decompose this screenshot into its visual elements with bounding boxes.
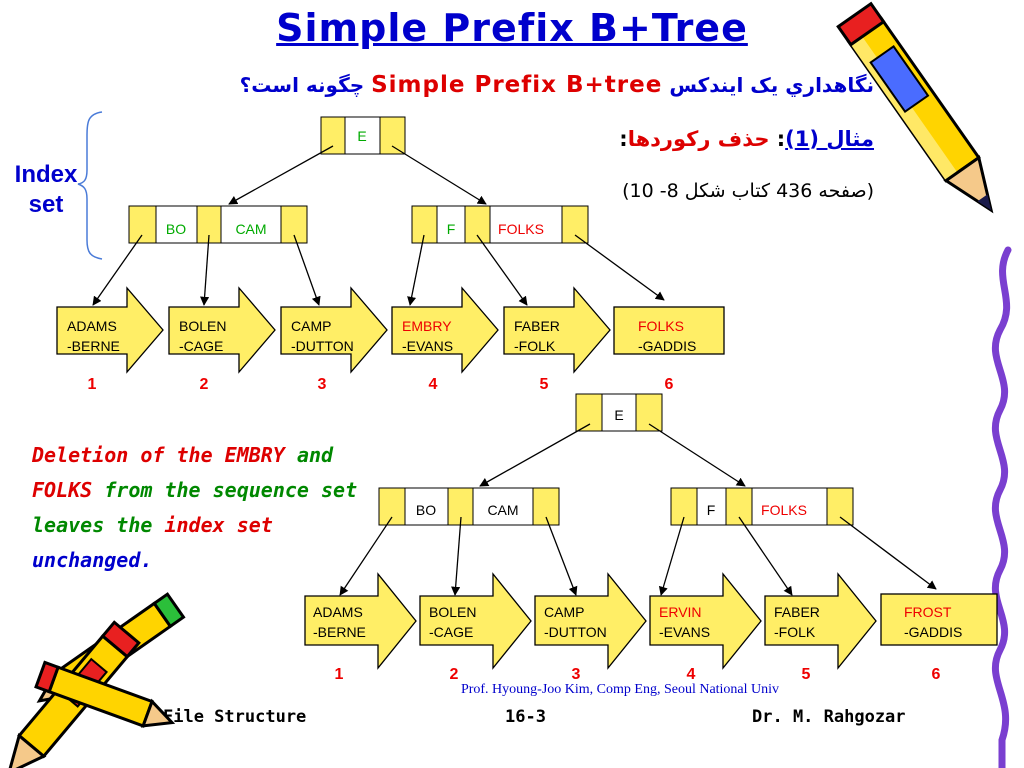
note-part-4: FOLKS [32, 478, 93, 502]
block-number-1: 1 [335, 666, 344, 683]
block-4-last-key: -EVANS [659, 624, 710, 640]
block-number-4: 4 [429, 376, 438, 393]
note-part-5: from the sequence set leaves the [32, 478, 358, 537]
index-set-bracket [77, 111, 103, 260]
sequence-block-1: ADAMS -BERNE [56, 286, 164, 374]
block-5-last-key: -FOLK [514, 338, 556, 354]
tree-before-deletion: E BO CAM F FOLKS [56, 116, 725, 393]
index-key-bo: BO [416, 502, 436, 518]
block-number-4: 4 [687, 666, 696, 683]
sequence-block-4: ERVIN -EVANS [649, 572, 762, 670]
block-6-first-key: FROST [904, 604, 952, 620]
block-1-last-key: -BERNE [67, 338, 120, 354]
block-2-last-key: -CAGE [179, 338, 223, 354]
sequence-block-3: CAMP -DUTTON [534, 572, 647, 670]
subtitle-persian-end: چگونه است؟ [239, 73, 365, 97]
block-6-last-key: -GADDIS [638, 338, 696, 354]
block-number-3: 3 [318, 376, 327, 393]
slide-title: Simple Prefix B+Tree [276, 6, 748, 50]
footer-author: Dr. M. Rahgozar [752, 707, 906, 727]
note-part-7: unchanged. [32, 548, 153, 572]
example-heading: مثال (1): حذف رکوردها: [619, 127, 874, 151]
index-set-label-line2: set [28, 191, 64, 218]
index-set-label-line1: Index [14, 161, 78, 188]
block-3-last-key: -DUTTON [291, 338, 354, 354]
example-colon: : [776, 127, 786, 151]
example-colon-end: : [619, 127, 628, 151]
tree-after-deletion: E BO CAM F FOLKS [304, 393, 998, 683]
block-1-first-key: ADAMS [67, 318, 117, 334]
index-key-f: F [707, 502, 716, 518]
index-key-cam: CAM [487, 502, 518, 518]
block-1-first-key: ADAMS [313, 604, 363, 620]
note-part-6: index set [164, 513, 273, 537]
sequence-block-5: FABER -FOLK [503, 286, 611, 374]
index-key-folks: FOLKS [498, 221, 544, 237]
block-number-6: 6 [665, 376, 674, 393]
block-2-last-key: -CAGE [429, 624, 473, 640]
sequence-block-1: ADAMS -BERNE [304, 572, 417, 670]
sequence-block-3: CAMP -DUTTON [280, 286, 388, 374]
block-4-last-key: -EVANS [402, 338, 453, 354]
block-3-first-key: CAMP [291, 318, 331, 334]
note-part-1: Deletion of the [32, 443, 213, 467]
block-4-first-key: EMBRY [402, 318, 452, 334]
root-node: E [575, 393, 663, 432]
block-6-last-key: -GADDIS [904, 624, 962, 640]
block-number-6: 6 [932, 666, 941, 683]
index-set-label: Index set [6, 160, 86, 220]
block-number-1: 1 [88, 376, 97, 393]
block-number-5: 5 [540, 376, 549, 393]
footer-credit: Prof. Hyoung-Joo Kim, Comp Eng, Seoul Na… [460, 682, 780, 697]
decorative-wavy-border [991, 246, 1012, 768]
example-label: مثال (1) [785, 127, 874, 151]
sequence-block-2: BOLEN -CAGE [419, 572, 532, 670]
root-key: E [614, 407, 623, 423]
index-key-cam: CAM [235, 221, 266, 237]
crayons-icon [6, 592, 186, 768]
deletion-note: Deletion of the EMBRY and FOLKS from the… [32, 438, 362, 578]
block-3-first-key: CAMP [544, 604, 584, 620]
block-number-3: 3 [572, 666, 581, 683]
sequence-block-6: FROST -GADDIS [880, 593, 998, 646]
root-node: E [320, 116, 406, 155]
subtitle-line: نگاهداري یک ایندکس Simple Prefix B+tree … [240, 72, 874, 98]
subtitle-english-term: Simple Prefix B+tree [371, 72, 663, 98]
block-5-last-key: -FOLK [774, 624, 816, 640]
block-number-2: 2 [450, 666, 459, 683]
block-6-first-key: FOLKS [638, 318, 684, 334]
sequence-block-2: BOLEN -CAGE [168, 286, 276, 374]
pencil-icon [836, 1, 994, 214]
subtitle-persian-start: نگاهداري یک ایندکس [669, 73, 874, 97]
tree-pointers [92, 145, 665, 306]
sequence-block-5: FABER -FOLK [764, 572, 877, 670]
tree-pointers [339, 423, 937, 596]
block-4-first-key: ERVIN [659, 604, 702, 620]
sequence-block-6: FOLKS -GADDIS [613, 306, 725, 355]
note-part-3: and [296, 443, 334, 467]
footer-page-number: 16-3 [505, 707, 546, 727]
index-node-left: BO CAM [128, 205, 308, 244]
block-2-first-key: BOLEN [179, 318, 226, 334]
index-node-left: BO CAM [378, 487, 560, 526]
footer-course: File Structure [163, 707, 307, 727]
block-1-last-key: -BERNE [313, 624, 366, 640]
block-2-first-key: BOLEN [429, 604, 476, 620]
block-5-first-key: FABER [774, 604, 820, 620]
index-node-right: F FOLKS [670, 487, 854, 526]
root-key: E [357, 128, 366, 144]
book-reference: (صفحه 436 کتاب شکل 8- 10) [622, 180, 874, 202]
sequence-block-4: EMBRY -EVANS [391, 286, 499, 374]
example-topic: حذف رکوردها [627, 127, 770, 151]
block-3-last-key: -DUTTON [544, 624, 607, 640]
index-key-bo: BO [166, 221, 186, 237]
index-key-folks: FOLKS [761, 502, 807, 518]
index-node-right: F FOLKS [411, 205, 589, 244]
block-number-2: 2 [200, 376, 209, 393]
note-part-2: EMBRY [224, 443, 285, 467]
block-5-first-key: FABER [514, 318, 560, 334]
block-number-5: 5 [802, 666, 811, 683]
index-key-f: F [447, 221, 456, 237]
